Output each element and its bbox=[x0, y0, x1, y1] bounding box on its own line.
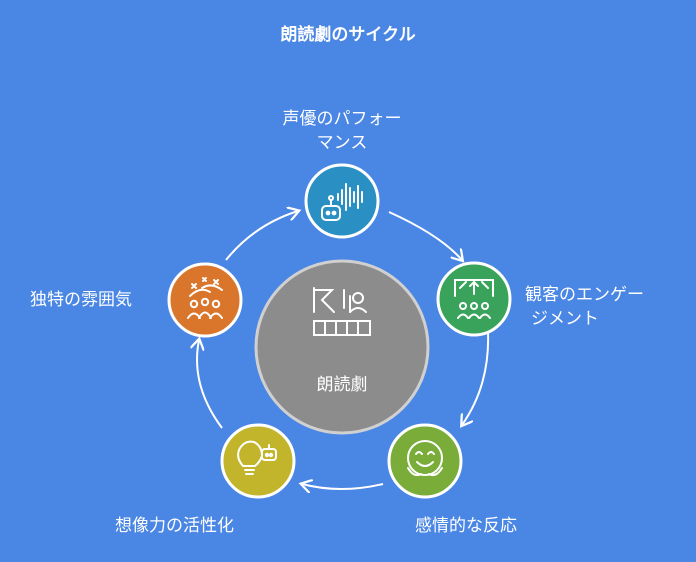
stage-reading-icon bbox=[313, 287, 371, 336]
node-2-label: 観客のエンゲー ジメント bbox=[525, 283, 685, 331]
arrow-1-to-2 bbox=[388, 211, 462, 260]
node-2-label-line2: ジメント bbox=[531, 309, 599, 329]
node-3-circle bbox=[387, 423, 463, 499]
emotion-face-icon bbox=[407, 440, 443, 477]
center-circle bbox=[254, 259, 430, 435]
node-5-label: 独特の雰囲気 bbox=[30, 290, 132, 310]
audience-stage-icon bbox=[454, 279, 494, 319]
node-1-label-line2: マンス bbox=[316, 133, 368, 153]
lightbulb-robot-icon bbox=[237, 440, 277, 475]
node-3-label: 感情的な反応 bbox=[415, 516, 517, 536]
node-1-label: 声優のパフォー マンス bbox=[262, 107, 422, 155]
node-2-circle bbox=[436, 261, 512, 337]
arrow-2-to-3 bbox=[462, 331, 490, 425]
arrow-5-to-1 bbox=[225, 211, 298, 261]
arrow-3-to-4 bbox=[302, 484, 384, 489]
node-4-circle bbox=[220, 423, 296, 499]
voice-robot-icon bbox=[321, 183, 363, 221]
node-2-label-line1: 観客のエンゲー bbox=[525, 285, 644, 305]
node-5-circle bbox=[167, 262, 243, 338]
center-label: 朗読劇 bbox=[316, 375, 368, 395]
arrow-4-to-5 bbox=[197, 340, 223, 429]
node-4-label: 想像力の活性化 bbox=[115, 516, 234, 536]
node-1-label-line1: 声優のパフォー bbox=[282, 109, 402, 129]
diagram-title: 朗読劇のサイクル bbox=[280, 25, 416, 45]
audience-sparkle-icon bbox=[187, 277, 223, 319]
